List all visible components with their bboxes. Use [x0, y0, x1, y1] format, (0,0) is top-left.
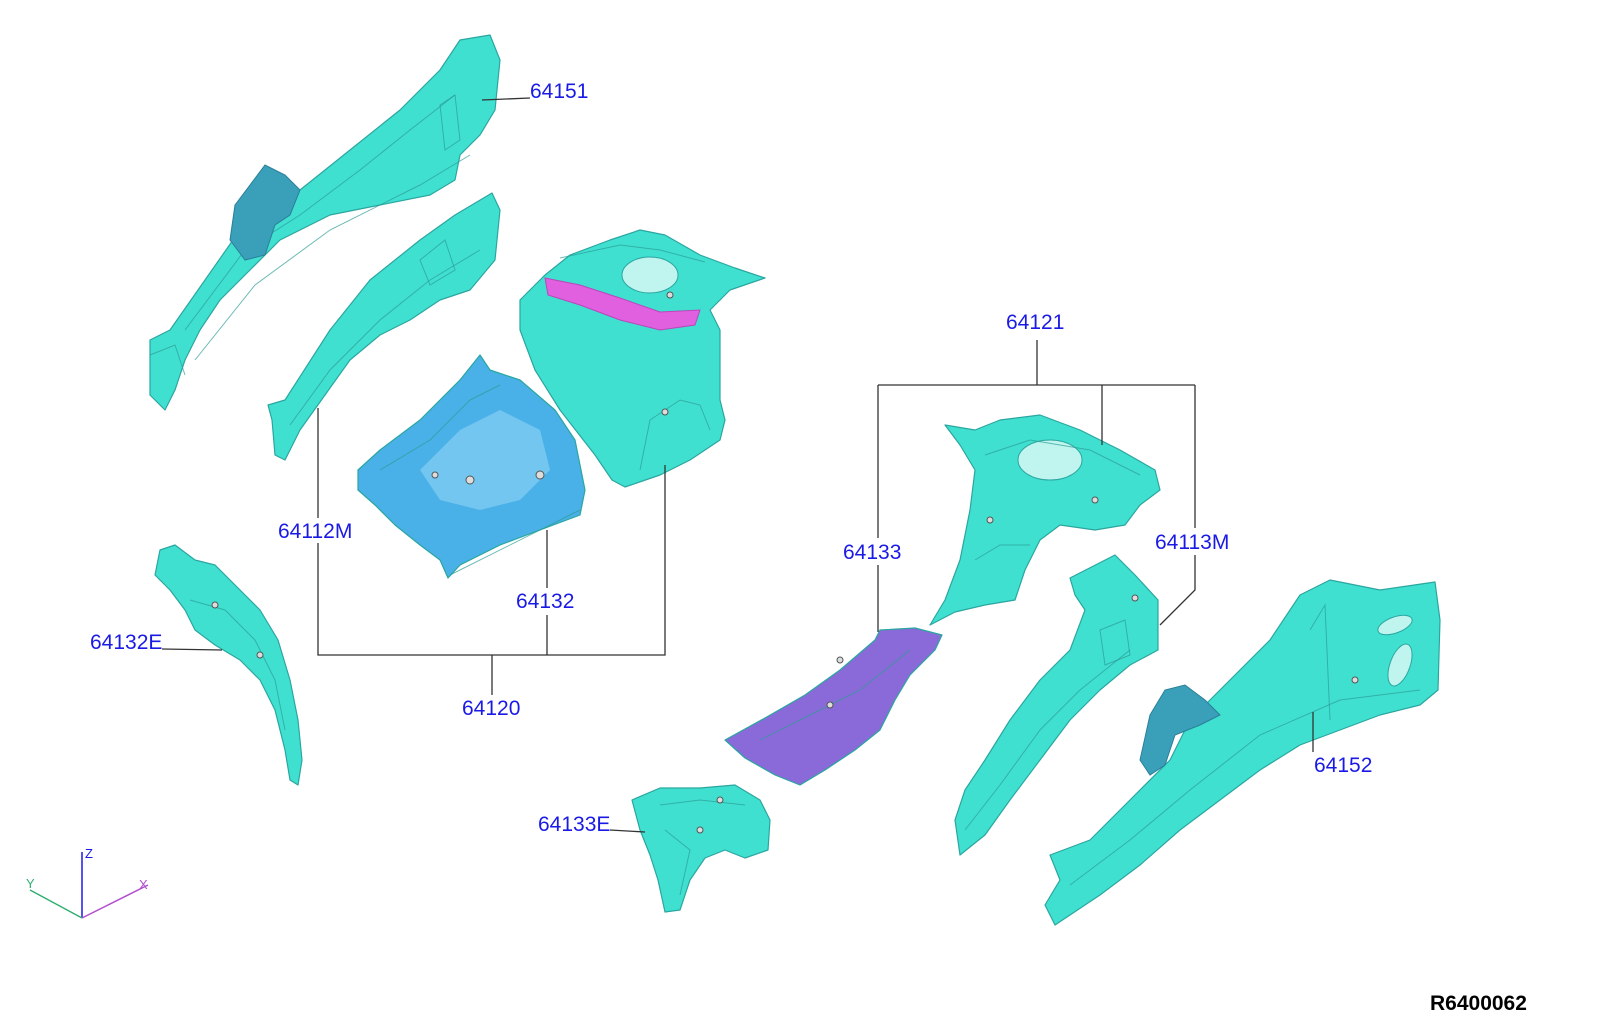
leader-lines [161, 97, 1314, 833]
part-64133E-bracket[interactable] [631, 784, 771, 913]
label-64152[interactable]: 64152 [1314, 754, 1372, 777]
part-64121-strut-housing[interactable] [929, 414, 1161, 626]
axis-y-line [29, 889, 83, 919]
reference-code: R6400062 [1430, 992, 1527, 1015]
part-64133-panel[interactable] [724, 627, 943, 786]
label-64120[interactable]: 64120 [462, 697, 520, 720]
label-64133[interactable]: 64133 [843, 541, 901, 564]
part-64132E-bracket[interactable] [154, 544, 303, 786]
axis-x-label: X [139, 877, 148, 892]
part-64152-member[interactable] [1044, 579, 1441, 926]
label-64112M[interactable]: 64112M [278, 520, 352, 543]
label-64121[interactable]: 64121 [1006, 311, 1064, 334]
axis-z-label: Z [85, 846, 93, 861]
label-64151[interactable]: 64151 [530, 80, 588, 103]
part-64132-wheelhouse[interactable] [357, 354, 586, 579]
label-64132E[interactable]: 64132E [90, 631, 162, 654]
part-labels: 64151 64121 64112M 64133 64113M 64132 64… [90, 80, 1372, 836]
part-64120-strut-housing[interactable] [519, 229, 766, 488]
axis-y-label: Y [26, 876, 35, 891]
axis-x-line [81, 884, 149, 919]
label-64113M[interactable]: 64113M [1155, 531, 1229, 554]
label-64132[interactable]: 64132 [516, 590, 574, 613]
part-64151-member[interactable] [149, 34, 501, 411]
part-64112M-panel[interactable] [267, 192, 501, 461]
label-64133E[interactable]: 64133E [538, 813, 610, 836]
axis-gizmo: Z X Y [26, 846, 149, 919]
part-64113M-panel[interactable] [954, 554, 1159, 856]
